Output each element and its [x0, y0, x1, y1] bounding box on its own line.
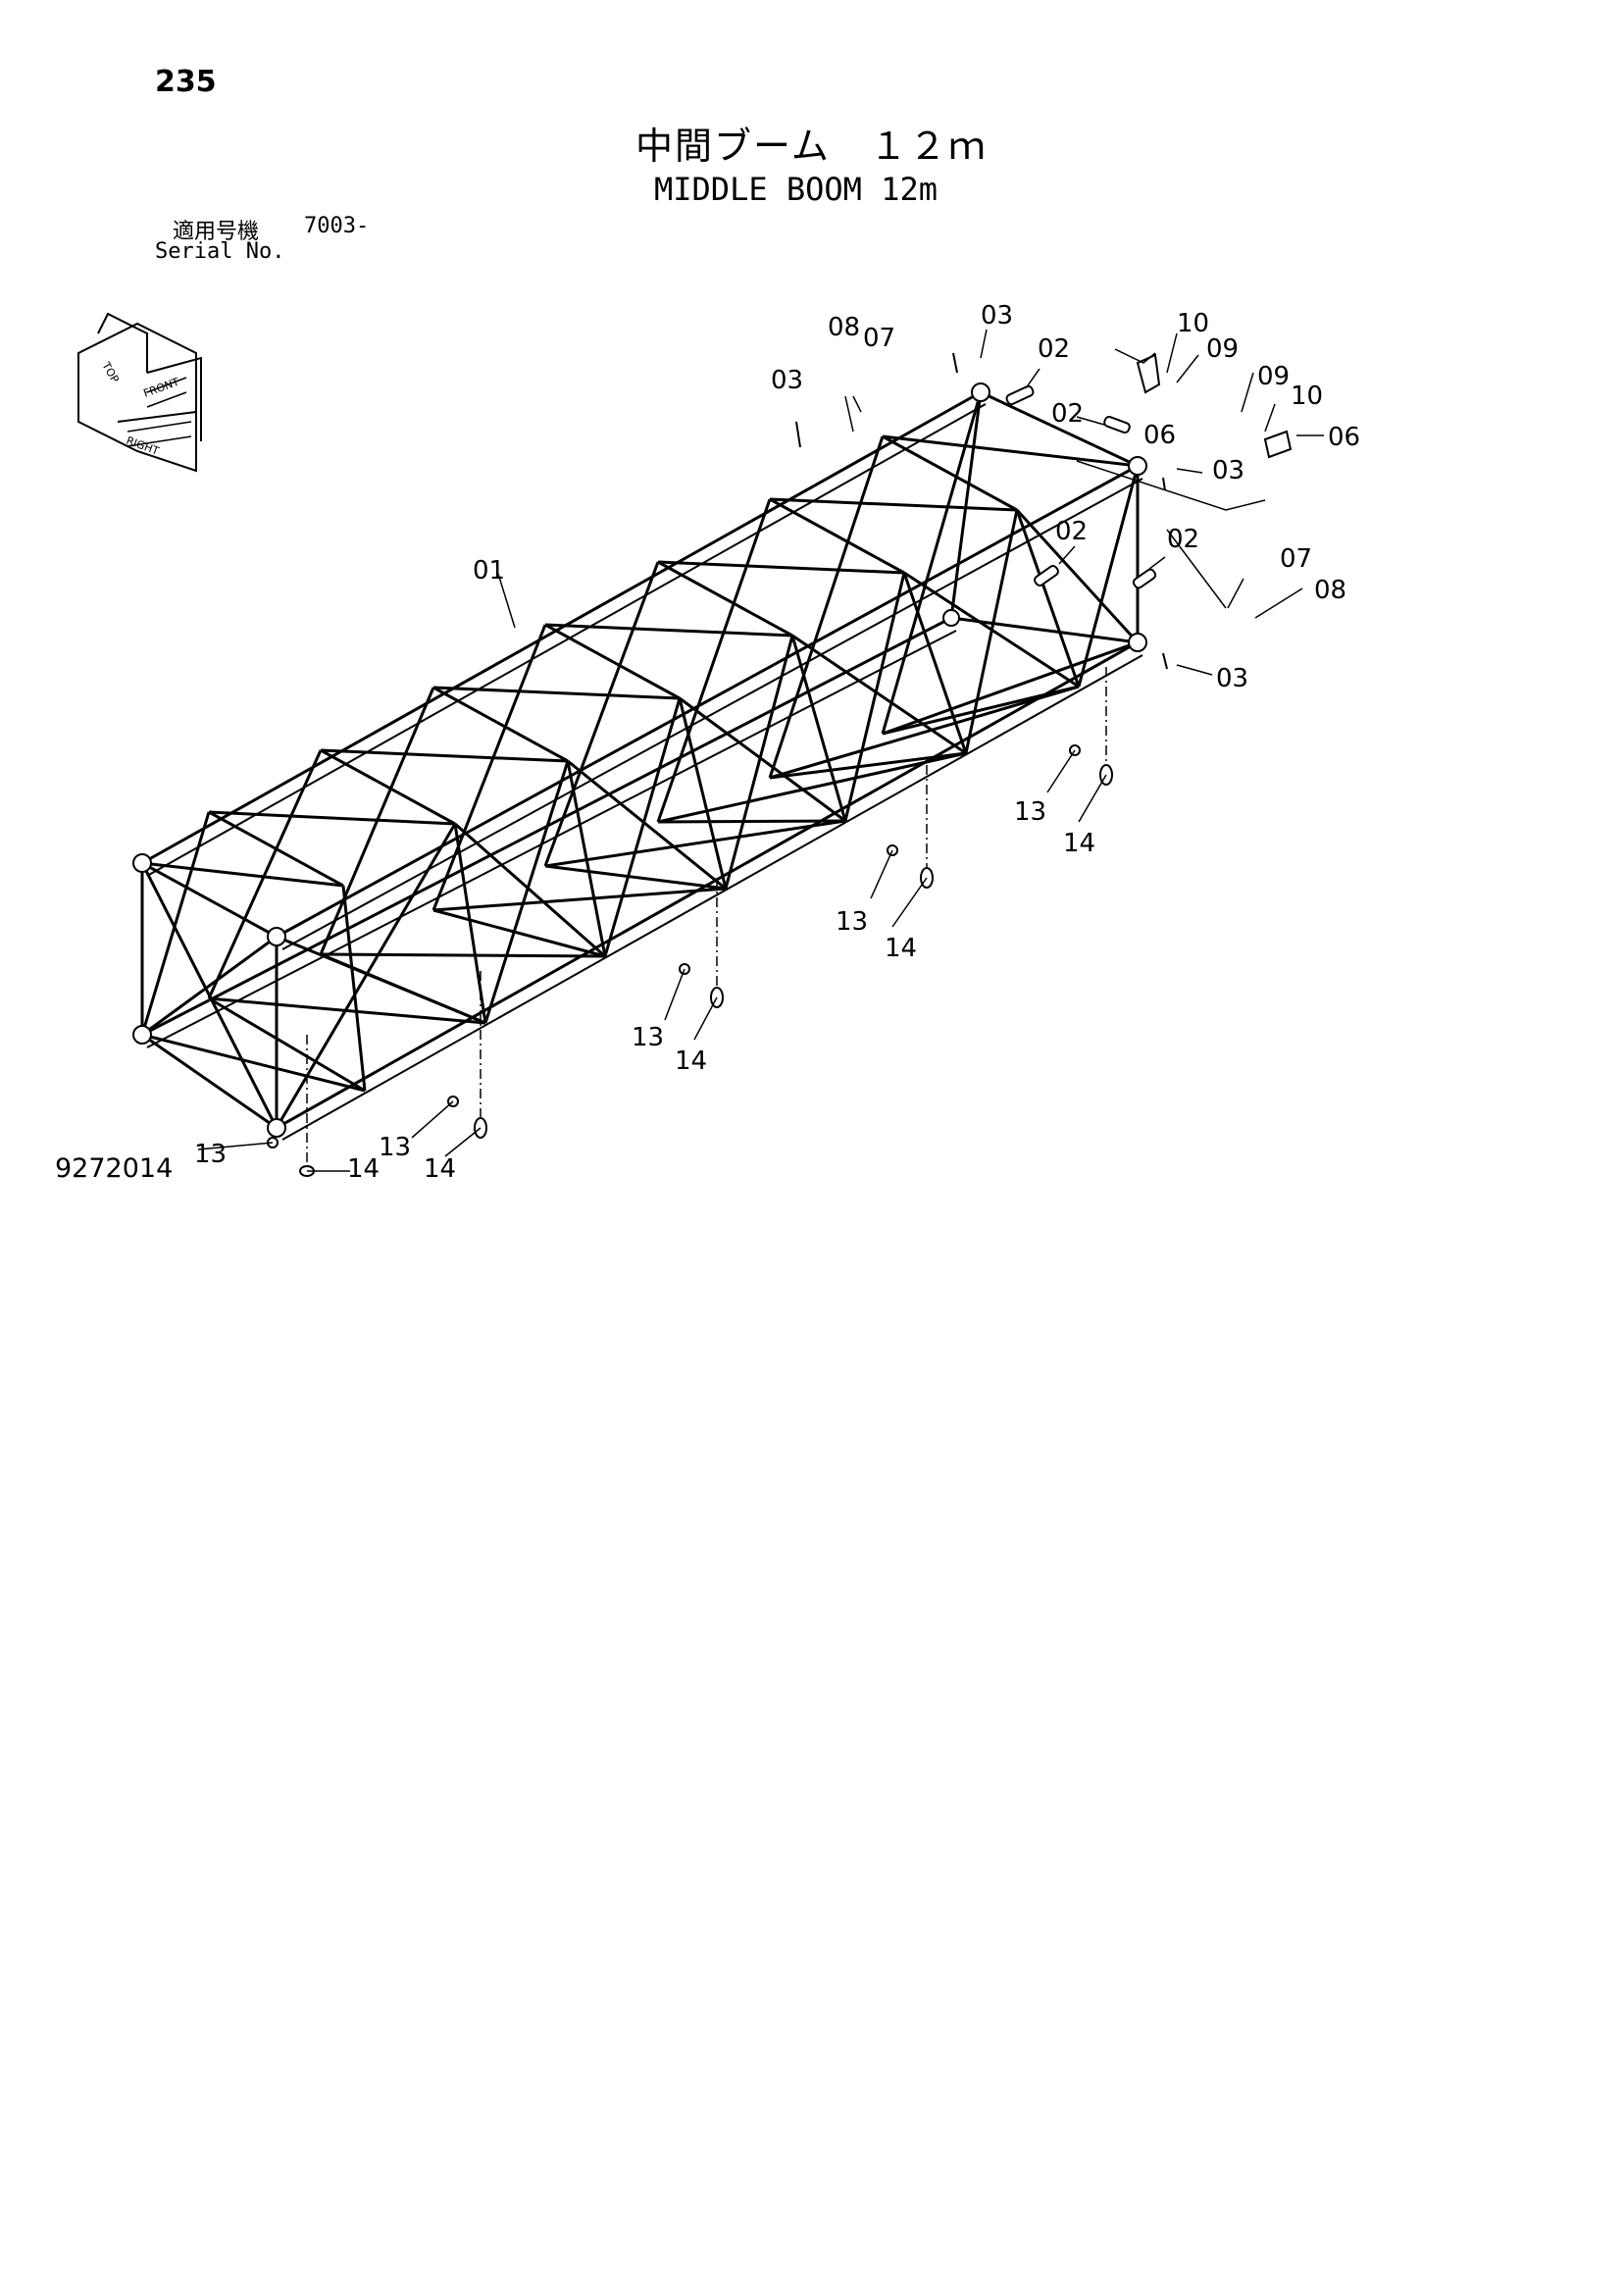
- callout-07: 07: [863, 324, 895, 353]
- callout-08: 08: [1314, 576, 1346, 605]
- serial-label-japanese: 適用号機: [173, 220, 260, 244]
- callout-03: 03: [1212, 456, 1244, 485]
- callout-07: 07: [1280, 544, 1312, 574]
- callout-labels: 01 02 02 02 02 03 03 03 03 06 06 07 07 0…: [194, 301, 1360, 1184]
- serial-code: 7003-: [304, 214, 370, 238]
- callout-02: 02: [1051, 399, 1084, 429]
- callout-06: 06: [1143, 421, 1176, 450]
- callout-13: 13: [632, 1023, 664, 1052]
- callout-13: 13: [836, 907, 868, 937]
- callout-03: 03: [1216, 664, 1248, 693]
- callout-13: 13: [194, 1140, 227, 1169]
- boom-lattice-frame: [132, 383, 1147, 1141]
- callout-06: 06: [1328, 423, 1360, 452]
- callout-09: 09: [1206, 334, 1239, 364]
- callout-13: 13: [1014, 797, 1046, 827]
- callout-02: 02: [1055, 517, 1088, 546]
- callout-14: 14: [1063, 829, 1095, 858]
- title-japanese: 中間ブーム １２ｍ: [635, 125, 988, 168]
- svg-text:TOP: TOP: [99, 359, 122, 385]
- page-number: 235: [155, 65, 217, 99]
- figure-number: 9272014: [55, 1153, 174, 1184]
- callout-09: 09: [1257, 362, 1290, 391]
- callout-10: 10: [1177, 309, 1209, 338]
- callout-13: 13: [379, 1133, 411, 1162]
- callout-14: 14: [885, 934, 917, 963]
- callout-03: 03: [981, 301, 1013, 331]
- callout-02: 02: [1167, 525, 1199, 554]
- callout-01: 01: [473, 556, 505, 586]
- svg-text:RIGHT: RIGHT: [125, 434, 161, 458]
- callout-08: 08: [828, 313, 860, 342]
- callout-14: 14: [347, 1154, 380, 1184]
- callout-03: 03: [771, 366, 803, 395]
- callout-02: 02: [1038, 334, 1070, 364]
- callout-14: 14: [675, 1046, 707, 1076]
- leader-lines: [197, 329, 1324, 1172]
- callout-14: 14: [424, 1154, 456, 1184]
- orientation-cube-icon: TOP FRONT RIGHT: [77, 312, 202, 473]
- serial-label-english: Serial No.: [155, 239, 285, 264]
- callout-10: 10: [1291, 382, 1323, 411]
- title-english: MIDDLE BOOM 12m: [654, 171, 938, 208]
